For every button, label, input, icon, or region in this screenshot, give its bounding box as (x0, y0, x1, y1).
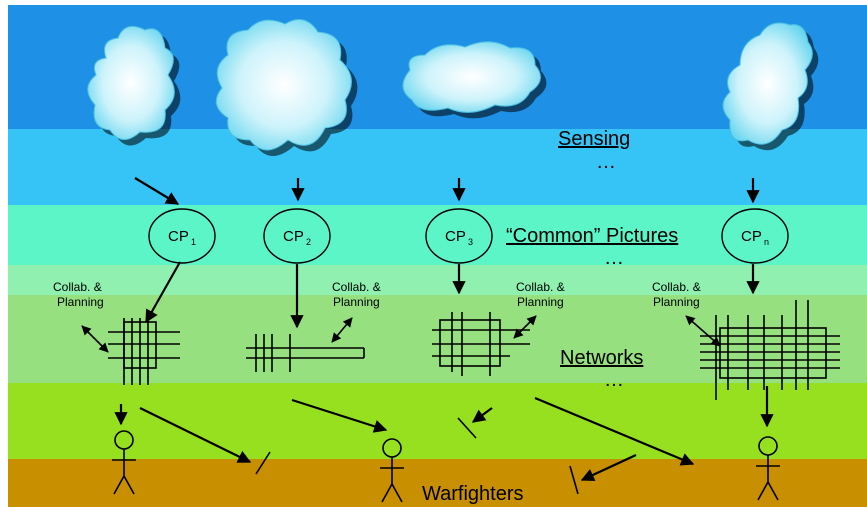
layer-label-sensing: Sensing (558, 128, 630, 150)
cloud-icon (87, 25, 181, 146)
band-warfighters (8, 459, 867, 507)
svg-text:Collab. &: Collab. & (332, 280, 381, 294)
ellipsis: … (596, 151, 616, 173)
collab-label-2: Collab. & Planning (332, 280, 381, 309)
stick-figure-icon (112, 430, 136, 495)
arrow-cp1-net1 (145, 261, 181, 324)
svg-text:Collab. &: Collab. & (516, 280, 565, 294)
band-planning (8, 265, 867, 295)
collab-arrow-4 (685, 315, 721, 347)
arrow-net2-warfighter2 (291, 398, 388, 433)
svg-text:Collab. &: Collab. & (652, 280, 701, 294)
arrow-net1-diag (139, 407, 252, 463)
svg-text:Planning: Planning (333, 295, 380, 309)
stick-figure-icon (380, 438, 404, 503)
cp-label: CP (445, 228, 466, 245)
collab-label-3: Collab. & Planning (516, 280, 565, 309)
svg-text:Planning: Planning (653, 295, 700, 309)
layer-label-warfighters: Warfighters (422, 483, 524, 505)
stick-figure-icon (756, 436, 780, 501)
cp-node-1: CP 1 (148, 208, 216, 264)
cloud-icon (402, 41, 547, 119)
cp-subscript: 3 (468, 237, 473, 247)
ellipsis: … (604, 369, 624, 391)
collab-arrow-3 (513, 315, 537, 339)
ellipsis: … (604, 247, 624, 269)
cp-node-2: CP 2 (263, 208, 331, 264)
cp-label: CP (168, 228, 189, 245)
network-grid-n (700, 300, 840, 400)
layer-label-networks: Networks (560, 347, 643, 369)
cloud-icon (722, 22, 819, 151)
network-grid-1 (108, 318, 180, 385)
band-lower-green (8, 383, 867, 459)
cp-node-n: CP n (721, 208, 789, 264)
arrow-cloud1-cp1 (134, 177, 180, 205)
collab-label-4: Collab. & Planning (652, 280, 701, 309)
cp-subscript: 2 (306, 237, 311, 247)
network-grid-3 (432, 312, 530, 376)
broken-link-mark (457, 417, 477, 439)
cloud-icon (215, 19, 358, 156)
broken-link-mark (569, 465, 579, 495)
collab-arrow-2 (331, 317, 353, 343)
collab-arrow-1 (81, 325, 109, 353)
cp-label: CP (283, 228, 304, 245)
cp-subscript: 1 (191, 237, 196, 247)
svg-text:Collab. &: Collab. & (53, 280, 102, 294)
network-grid-2 (246, 334, 365, 372)
collab-label-1: Collab. & Planning (53, 280, 104, 309)
arrow-net3-long (534, 396, 695, 466)
cp-label: CP (741, 228, 762, 245)
arrow-returned (580, 454, 637, 481)
band-networks (8, 295, 867, 383)
arrow-net3-diag (471, 407, 493, 423)
layer-label-common-pictures: “Common” Pictures (506, 225, 678, 247)
cp-subscript: n (764, 237, 769, 247)
broken-link-mark (255, 451, 271, 475)
band-sensing-bottom (8, 129, 867, 205)
cp-node-3: CP 3 (425, 208, 493, 264)
svg-text:Planning: Planning (57, 295, 104, 309)
svg-text:Planning: Planning (517, 295, 564, 309)
